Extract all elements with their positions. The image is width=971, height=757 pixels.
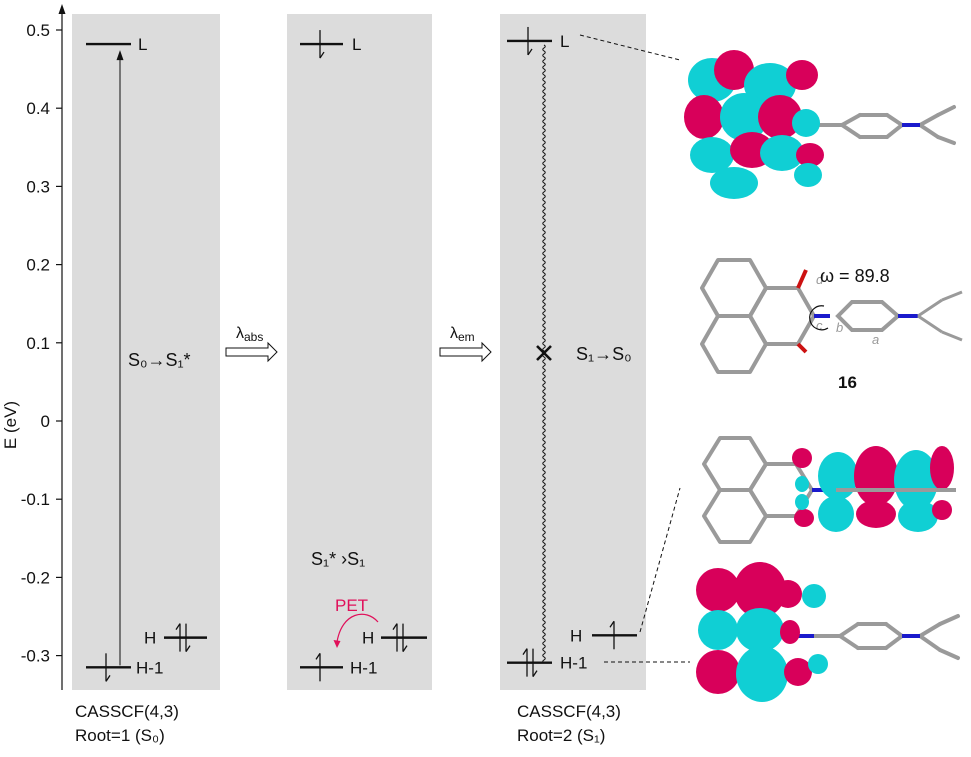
orbital-connectors: [579, 34, 690, 663]
transition-label-s1-s0: S₁→S₀: [576, 344, 632, 364]
axis-tick-label: 0.3: [26, 177, 50, 196]
panel-middle-background: [287, 14, 432, 690]
caption-right: CASSCF(4,3) Root=2 (S₁): [517, 700, 621, 748]
pet-arrowhead: [333, 640, 341, 648]
axis-tick-label: -0.2: [21, 568, 50, 587]
level-label-homo-1: H-1: [136, 658, 163, 677]
excitation-arrowhead: [116, 50, 124, 61]
axis-arrowhead: [58, 4, 66, 14]
atom-label-d: d: [816, 272, 824, 287]
level-label-lumo: L: [138, 35, 147, 54]
atom-label-a: a: [872, 332, 879, 347]
axis-ticks: 0.5 0.4 0.3 0.2 0.1 0 -0.1 -0.2 -0.3: [21, 21, 62, 666]
caption-left: CASSCF(4,3) Root=1 (S₀): [75, 700, 179, 748]
axis-tick-label: 0.2: [26, 256, 50, 275]
level-label-lumo: L: [352, 35, 361, 54]
caption-right-method: CASSCF(4,3): [517, 702, 621, 721]
axis-tick-label: 0.1: [26, 334, 50, 353]
lumo-orbital-image: [684, 50, 956, 199]
spin-lumo: [319, 30, 325, 59]
caption-right-root: Root=2 (S₁): [517, 726, 606, 745]
homo-1-orbital-image: [696, 562, 960, 702]
caption-left-root: Root=1 (S₀): [75, 726, 165, 745]
relaxation-label: S₁* ›S₁: [311, 549, 365, 569]
spin-homo: [609, 620, 615, 650]
atom-label-c: c: [816, 318, 823, 333]
level-label-homo-1: H-1: [350, 658, 377, 677]
lambda-abs-label: λabs: [236, 325, 263, 344]
panel-left: L H H-1 S₀→S₁*: [86, 35, 207, 682]
molecule-structure-image: d c b a ω = 89.8 16: [700, 258, 963, 392]
forbidden-cross-icon: [536, 345, 552, 361]
compound-number: 16: [838, 373, 857, 392]
energy-axis: 0.5 0.4 0.3 0.2 0.1 0 -0.1 -0.2 -0.3 E (eV): [1, 4, 66, 690]
transition-label-s0-s1: S₀→S₁*: [128, 350, 191, 370]
panel-middle: L H H-1 S₁* ›S₁ PET: [300, 30, 427, 682]
level-label-homo: H: [570, 626, 582, 645]
atom-label-b: b: [836, 320, 843, 335]
panel-right-background: [500, 14, 646, 690]
level-label-lumo: L: [560, 32, 569, 51]
axis-label: E (eV): [1, 401, 20, 449]
level-label-homo: H: [362, 629, 374, 648]
spin-pair-homo: [175, 623, 191, 652]
spin-homo-1: [315, 652, 321, 682]
spin-lumo: [527, 26, 533, 56]
pet-label: PET: [335, 596, 368, 615]
lambda-em-label: λem: [450, 325, 475, 344]
level-label-homo: H: [144, 629, 156, 648]
panel-left-background: [72, 14, 220, 690]
level-label-homo-1: H-1: [560, 654, 587, 673]
emission-arrow: λem: [439, 325, 492, 363]
pet-arrow: [336, 613, 379, 643]
absorption-arrow: λabs: [225, 325, 278, 363]
axis-tick-label: -0.3: [21, 647, 50, 666]
caption-left-method: CASSCF(4,3): [75, 702, 179, 721]
axis-tick-label: 0: [41, 412, 50, 431]
axis-tick-label: 0.5: [26, 21, 50, 40]
spin-pair-homo-1: [522, 648, 538, 677]
axis-tick-label: -0.1: [21, 490, 50, 509]
rotation-arrow-icon: [809, 305, 829, 331]
spin-pair-homo-1: [105, 653, 111, 682]
panel-right: L H H-1 S₁→S₀: [507, 26, 637, 677]
axis-tick-label: 0.4: [26, 99, 50, 118]
spin-pair-homo: [392, 623, 408, 652]
dihedral-label: ω = 89.8: [820, 266, 890, 286]
homo-orbital-image: [702, 436, 956, 544]
